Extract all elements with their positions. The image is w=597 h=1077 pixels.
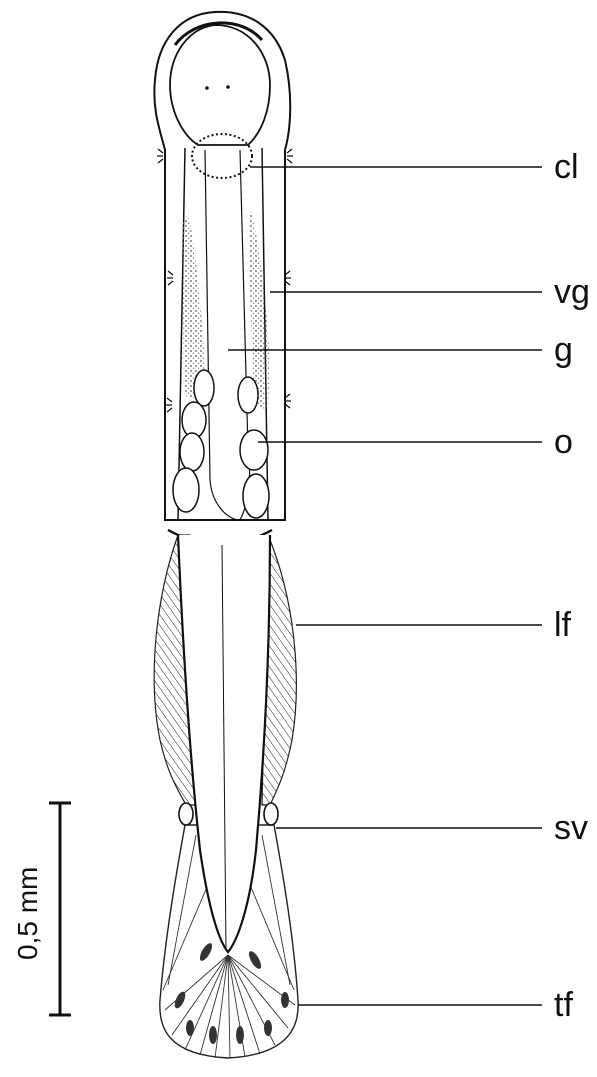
label-lf: lf <box>554 608 571 642</box>
label-o: o <box>554 425 573 459</box>
label-g: g <box>554 333 573 367</box>
eye-left <box>205 86 209 90</box>
label-cl: cl <box>554 150 579 184</box>
scale-bar-label: 0,5 mm <box>12 867 44 960</box>
seminal-vesicle-left <box>179 803 193 825</box>
eye-right <box>226 85 230 89</box>
label-tf: tf <box>554 988 573 1022</box>
label-sv: sv <box>554 811 588 845</box>
scale-bar <box>49 803 71 1015</box>
label-vg: vg <box>554 275 590 309</box>
seminal-vesicle-right <box>264 803 278 825</box>
head <box>170 25 270 145</box>
